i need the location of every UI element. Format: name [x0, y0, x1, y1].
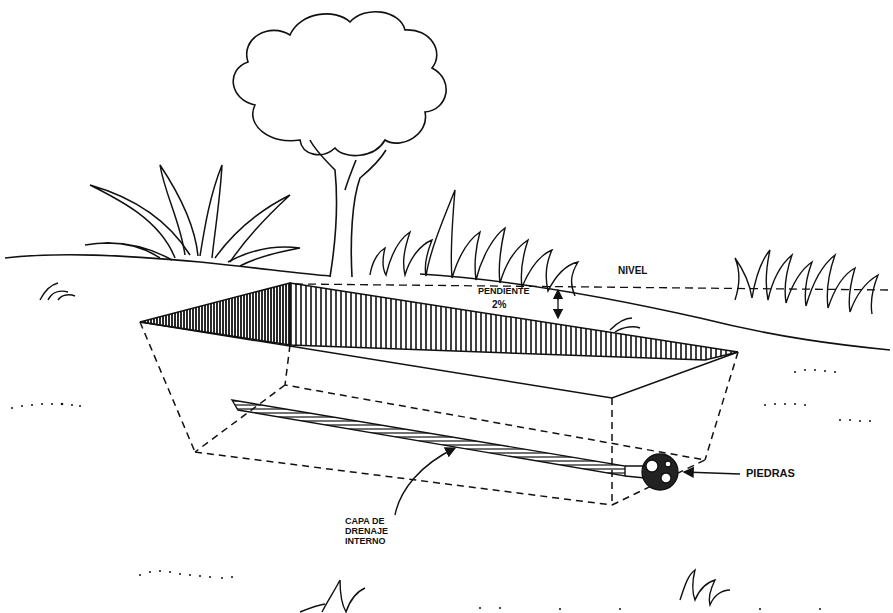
slope-label: PENDIENTE	[478, 287, 553, 297]
leader-arrow	[684, 472, 740, 474]
level-label: NIVEL	[618, 265, 678, 276]
agave-plant	[85, 165, 300, 266]
end-wall	[140, 283, 290, 345]
grass	[40, 190, 878, 612]
pit-outline	[140, 322, 738, 505]
speckles	[11, 369, 871, 610]
level-line	[295, 284, 890, 290]
dimension-arrow	[557, 290, 558, 300]
back-wall	[290, 283, 738, 360]
leader-arrow	[395, 448, 455, 515]
part-label: PIEDRAS	[746, 467, 826, 479]
slope-value: 2%	[492, 299, 532, 310]
tree	[233, 12, 446, 277]
stones	[625, 454, 678, 490]
part-label: CAPA DE DRENAJE INTERNO	[345, 517, 417, 547]
